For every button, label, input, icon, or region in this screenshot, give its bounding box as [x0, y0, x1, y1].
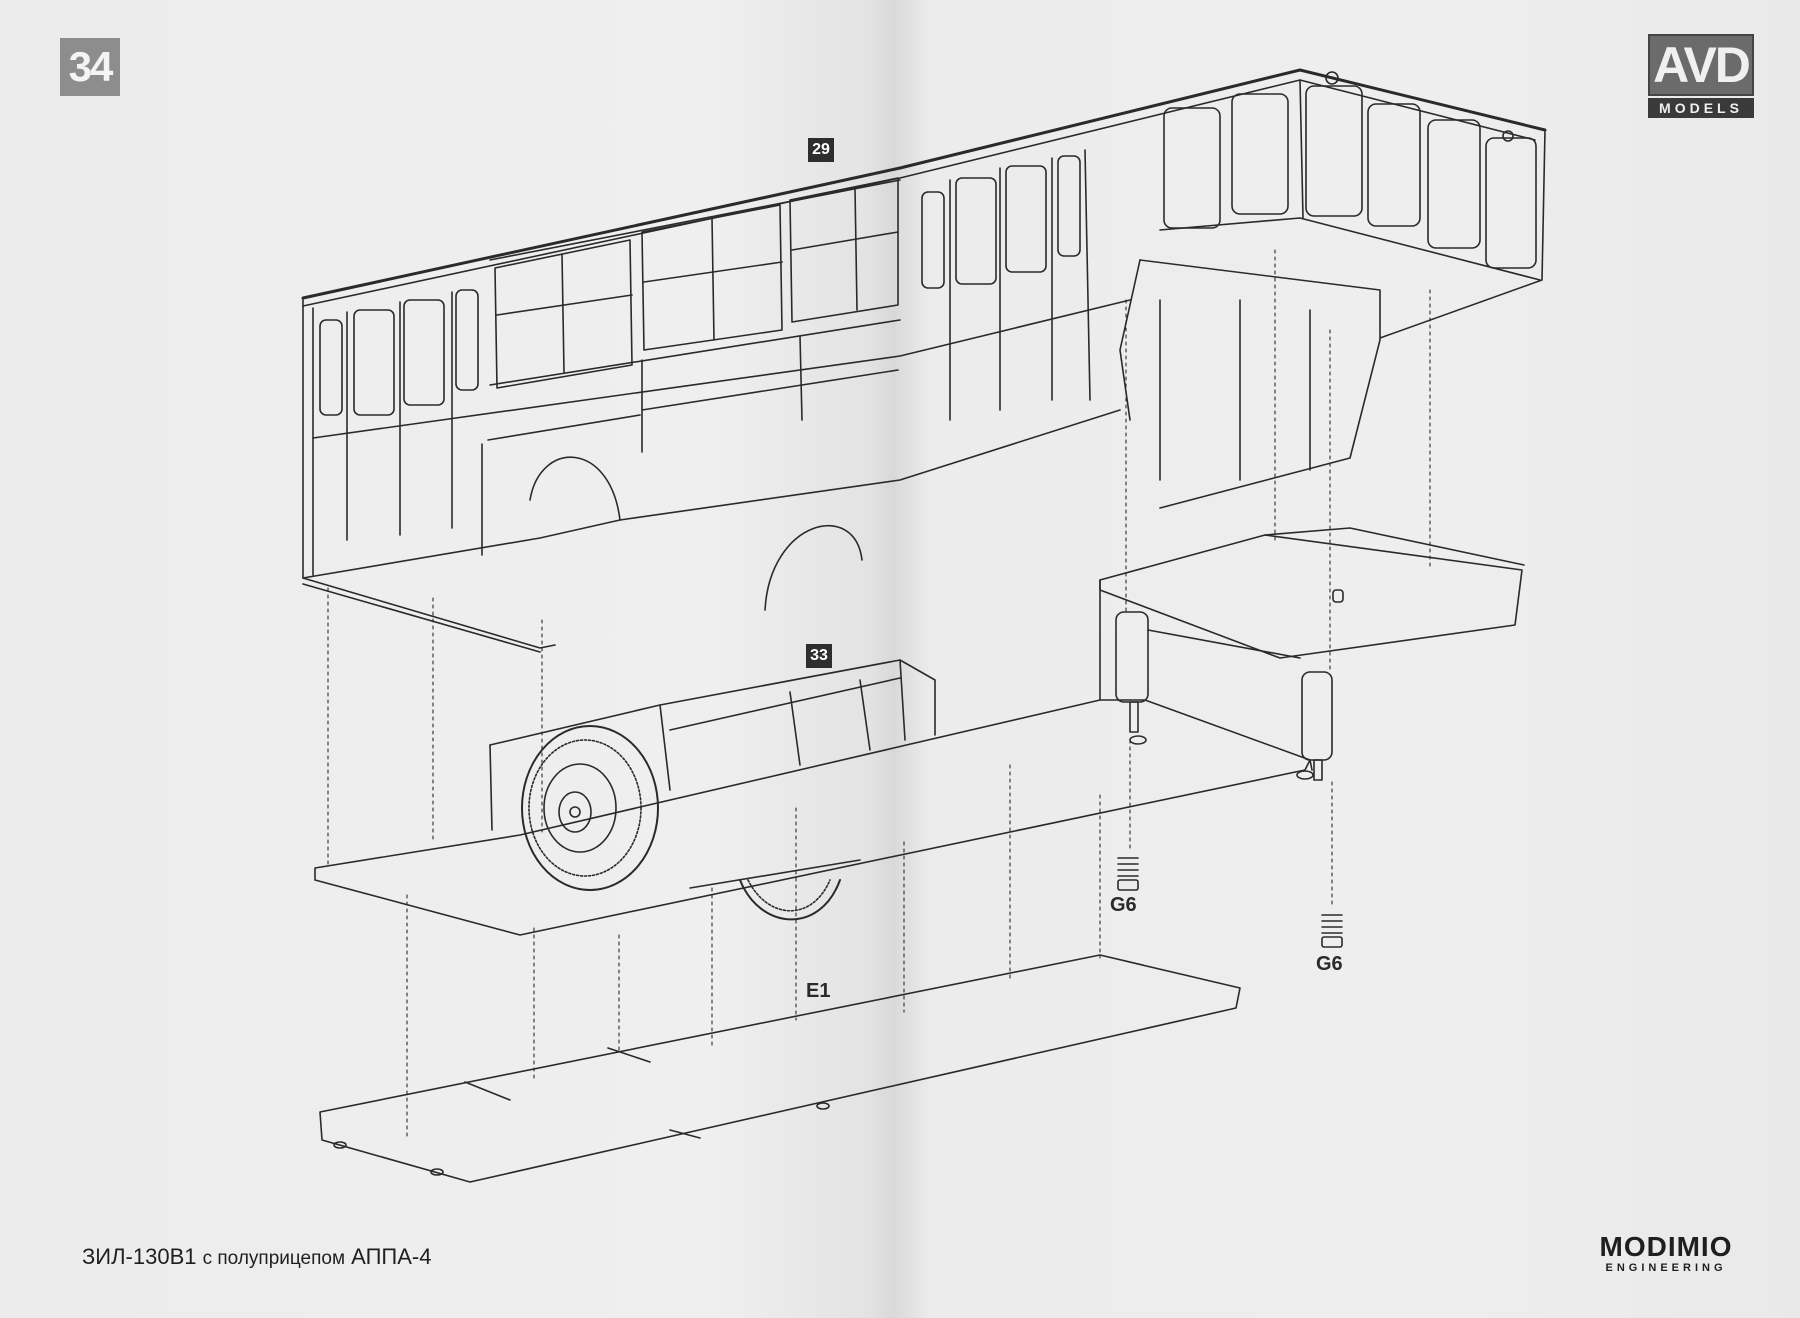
modimio-logo-sub: ENGINEERING [1605, 1262, 1727, 1274]
trailer-body [301, 68, 1547, 653]
gooseneck-plate [1099, 527, 1525, 659]
step-badge-33: 33 [806, 644, 832, 668]
avd-logo-sub: MODELS [1648, 98, 1754, 118]
guide-lines [327, 249, 1431, 1141]
bottom-plate-e1 [319, 954, 1241, 1183]
part-label-g6-left: G6 [1110, 894, 1137, 916]
part-label-g6-right: G6 [1316, 953, 1343, 975]
screw-g6-right [1321, 914, 1343, 948]
modimio-logo: MODIMIO ENGINEERING [1594, 1231, 1738, 1275]
part-label-e1: E1 [806, 980, 831, 1002]
avd-logo-main: AVD [1648, 34, 1754, 96]
left-page [0, 0, 895, 1318]
modimio-logo-main: MODIMIO [1599, 1231, 1733, 1262]
screw-g6-left [1117, 857, 1139, 891]
footer-model-name: ЗИЛ-130В1 [82, 1244, 197, 1269]
wheel-front [521, 725, 659, 891]
avd-models-logo: AVD MODELS [1648, 34, 1754, 120]
footer-trailer-name: АППА-4 [351, 1244, 432, 1269]
step-badge-29: 29 [808, 138, 834, 162]
landing-gear [1115, 611, 1333, 781]
page-number: 34 [60, 38, 120, 96]
wheel-rear [689, 859, 861, 921]
footer-title: ЗИЛ-130В1 с полуприцепом АППА-4 [82, 1244, 431, 1270]
footer-connector: с полуприцепом [202, 1248, 346, 1269]
